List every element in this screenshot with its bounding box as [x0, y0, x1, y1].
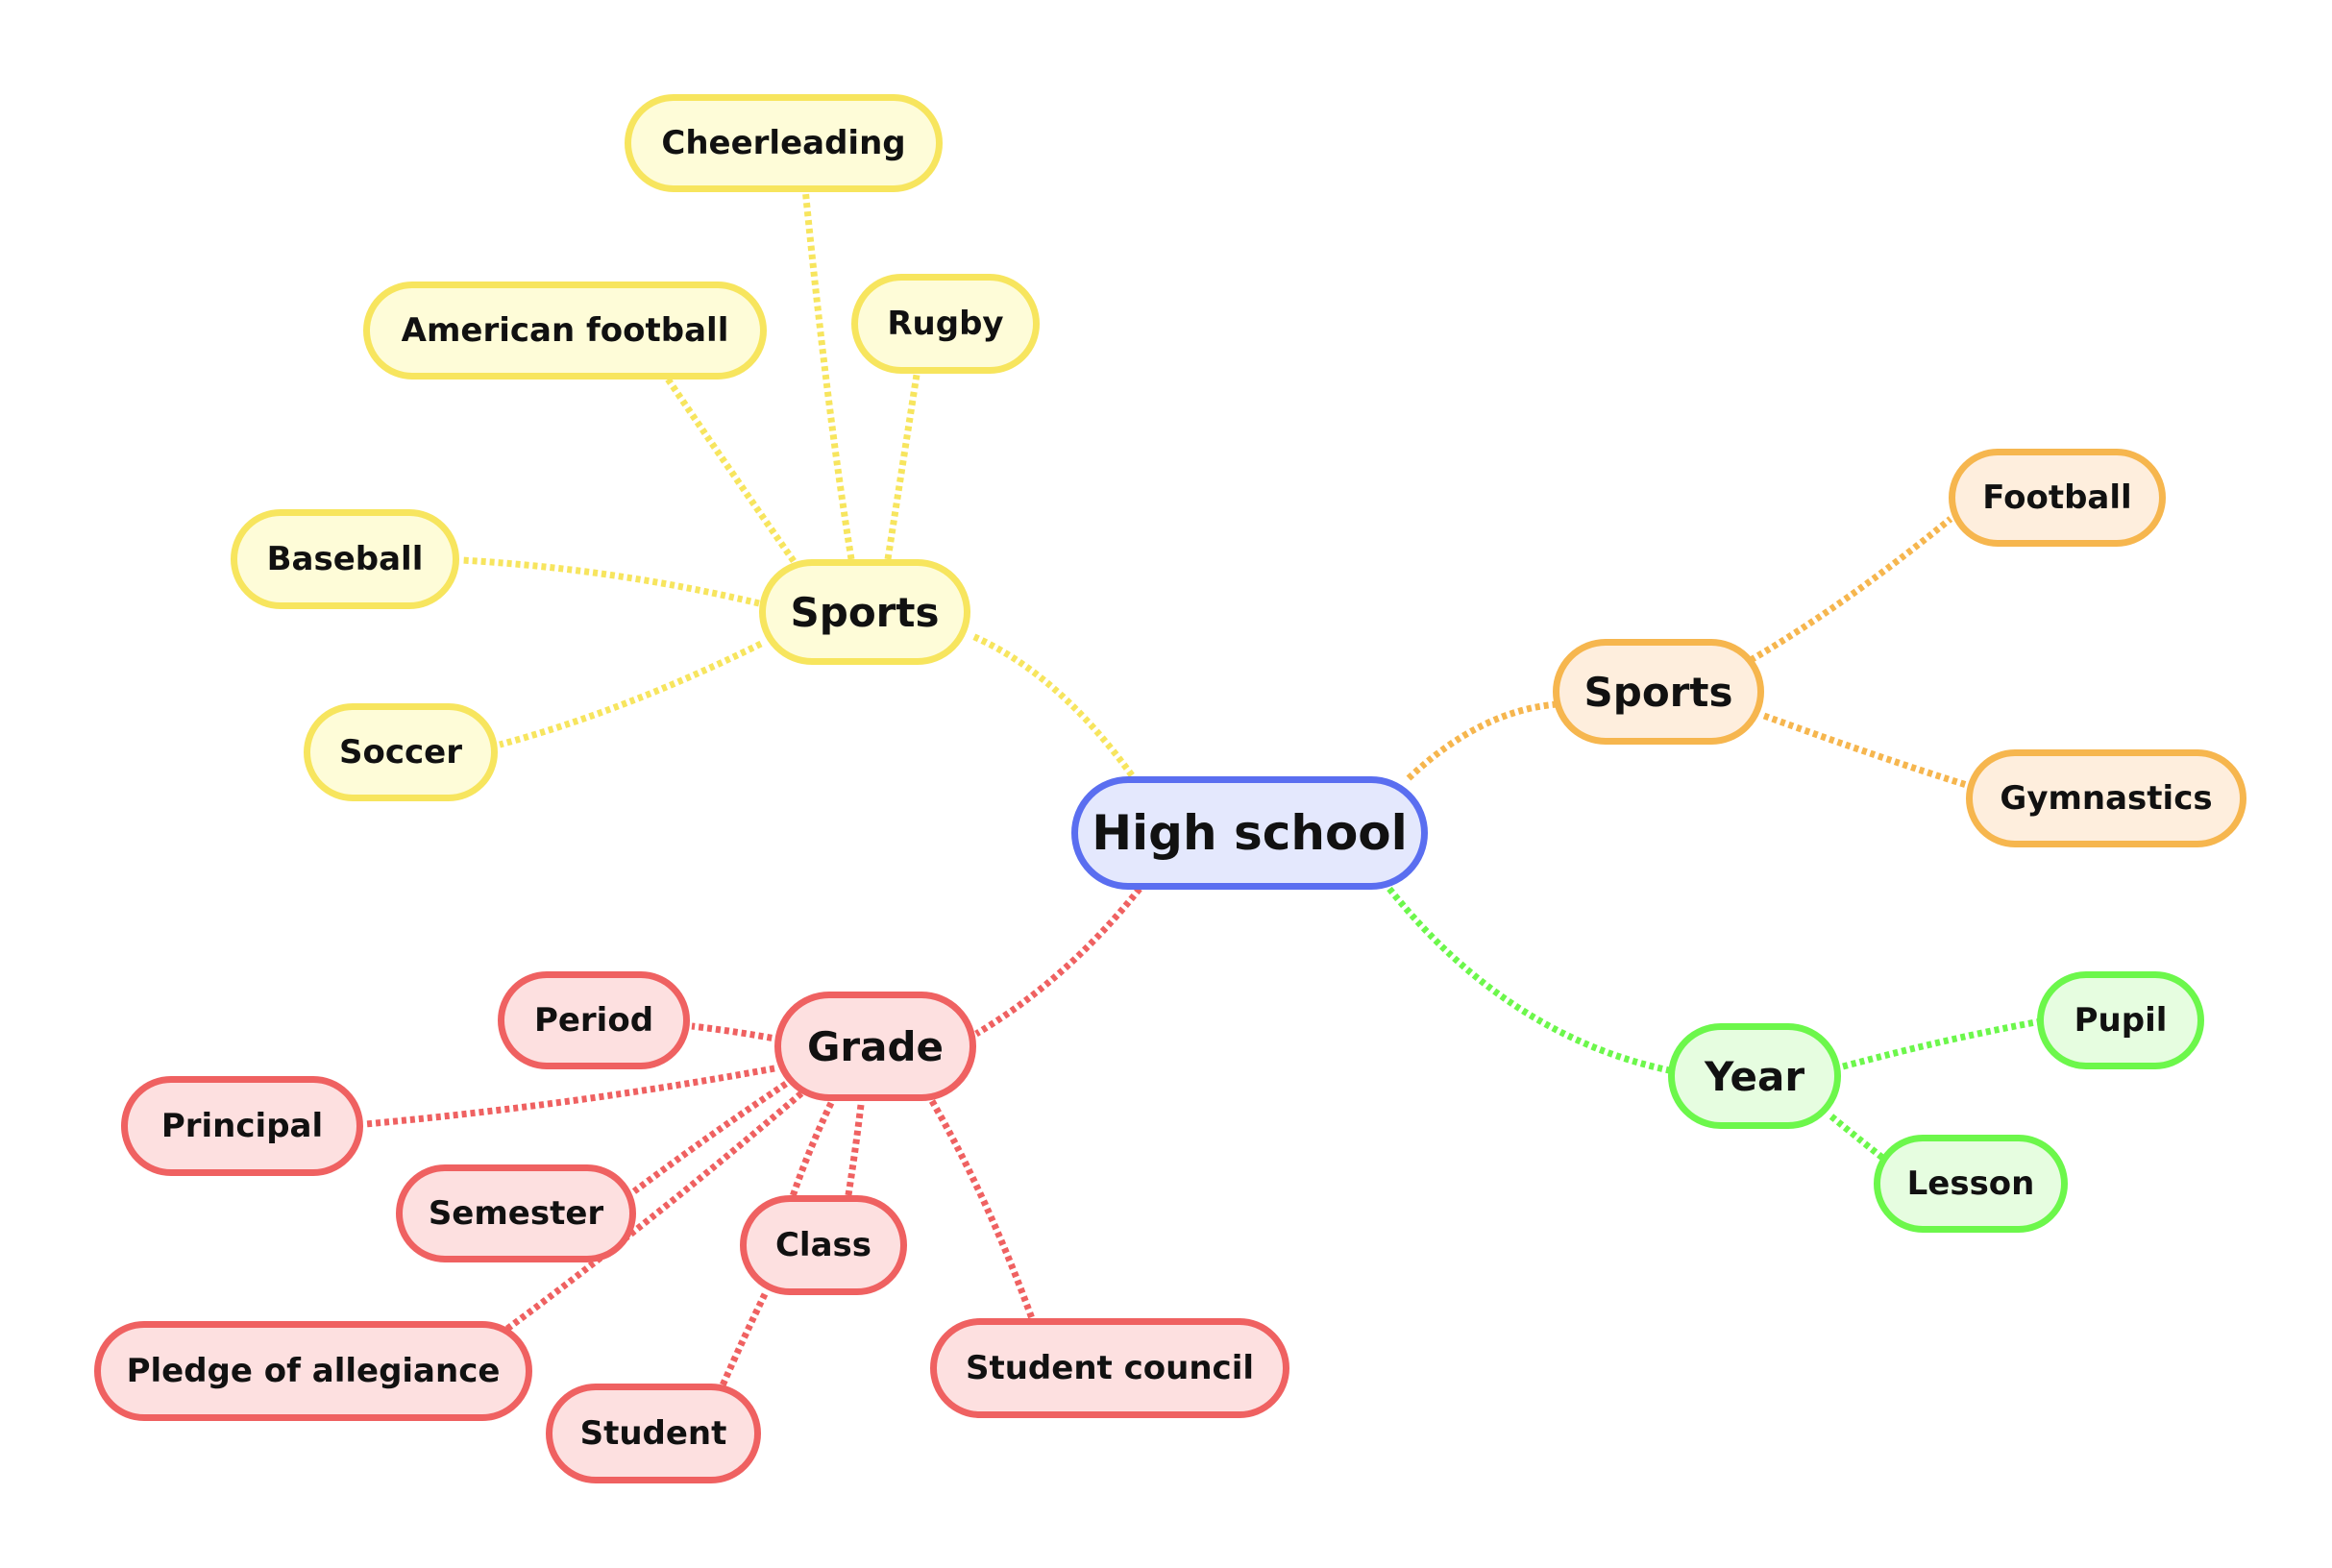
- connector-sports-american-football: [664, 376, 797, 564]
- connector-grade-class-2: [844, 1104, 865, 1202]
- node-lesson[interactable]: Lesson: [1874, 1135, 2068, 1233]
- node-class[interactable]: Class: [740, 1195, 907, 1295]
- connector-year-pupil: [1842, 1017, 2042, 1070]
- connector-grade-period: [691, 1022, 781, 1043]
- node-label: Class: [774, 1226, 872, 1264]
- connector-root-year: [1387, 886, 1675, 1075]
- connector-grade-pledge: [504, 1090, 804, 1332]
- node-label: High school: [1092, 805, 1408, 861]
- node-label: Sports: [1583, 668, 1733, 716]
- connector-root-grade: [974, 886, 1142, 1038]
- node-label: Soccer: [339, 733, 462, 772]
- node-label: Gymnastics: [2000, 779, 2213, 818]
- node-american-football[interactable]: American football: [363, 282, 767, 380]
- node-pupil[interactable]: Pupil: [2037, 971, 2204, 1069]
- connector-grade-student-council: [928, 1099, 1038, 1326]
- node-label: Student: [579, 1414, 727, 1453]
- node-grade[interactable]: Grade: [774, 992, 976, 1101]
- connector-root-sports-yellow: [970, 632, 1135, 778]
- node-label: Student council: [965, 1349, 1255, 1387]
- node-label: Pupil: [2074, 1001, 2168, 1040]
- connector-grade-class: [786, 1101, 835, 1207]
- node-sports-orange[interactable]: Sports: [1553, 639, 1764, 745]
- node-label: Cheerleading: [661, 124, 906, 162]
- node-student[interactable]: Student: [546, 1384, 761, 1483]
- node-label: Lesson: [1906, 1164, 2035, 1203]
- connector-grade-principal: [364, 1065, 775, 1128]
- node-label: Pledge of allegiance: [126, 1352, 501, 1390]
- node-semester[interactable]: Semester: [396, 1164, 636, 1262]
- node-label: American football: [401, 311, 729, 350]
- connector-sports-soccer: [499, 640, 763, 748]
- node-label: Rugby: [887, 305, 1004, 343]
- node-label: Period: [533, 1001, 654, 1040]
- connector-grade-semester: [631, 1081, 788, 1194]
- node-principal[interactable]: Principal: [121, 1076, 363, 1176]
- connector-class-student: [719, 1292, 769, 1387]
- node-label: Semester: [428, 1194, 604, 1233]
- node-high-school[interactable]: High school: [1071, 776, 1428, 890]
- node-gymnastics[interactable]: Gymnastics: [1966, 749, 2246, 847]
- node-label: Football: [1982, 478, 2132, 517]
- connector-sports-football: [1749, 516, 1953, 664]
- node-student-council[interactable]: Student council: [930, 1318, 1289, 1418]
- node-period[interactable]: Period: [498, 971, 690, 1069]
- node-cheerleading[interactable]: Cheerleading: [625, 94, 943, 192]
- node-sports-yellow[interactable]: Sports: [759, 559, 970, 665]
- connector-sports-gymnastics: [1762, 712, 1972, 790]
- node-football[interactable]: Football: [1949, 449, 2166, 547]
- node-label: Principal: [160, 1107, 324, 1145]
- connector-layer: [364, 187, 2042, 1387]
- connector-sports-baseball: [460, 556, 760, 607]
- node-label: Grade: [806, 1022, 945, 1070]
- node-soccer[interactable]: Soccer: [304, 703, 498, 801]
- connector-sports-rugby: [884, 374, 921, 560]
- node-label: Sports: [790, 588, 940, 636]
- connector-sports-cheerleading: [801, 187, 855, 560]
- node-pledge-of-allegiance[interactable]: Pledge of allegiance: [94, 1321, 532, 1421]
- node-label: Baseball: [266, 540, 424, 578]
- node-baseball[interactable]: Baseball: [231, 509, 459, 609]
- connector-root-sports-orange: [1406, 700, 1558, 781]
- node-rugby[interactable]: Rugby: [851, 274, 1040, 374]
- node-label: Year: [1704, 1052, 1805, 1100]
- node-year[interactable]: Year: [1668, 1023, 1841, 1129]
